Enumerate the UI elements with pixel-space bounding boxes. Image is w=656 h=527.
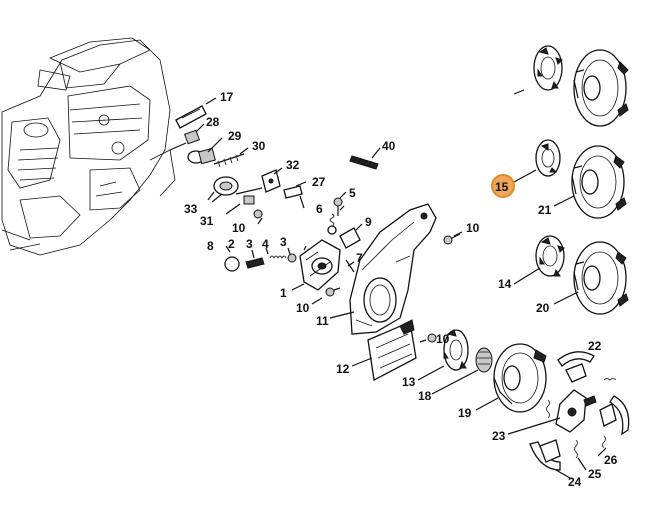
callout-13[interactable]: 13 bbox=[402, 375, 416, 389]
part-10-screw-d bbox=[419, 333, 437, 343]
callout-8[interactable]: 8 bbox=[207, 239, 214, 253]
part-13-sprocket bbox=[443, 329, 469, 371]
callout-31[interactable]: 31 bbox=[200, 214, 214, 228]
part-24-shoe-bottom bbox=[529, 439, 561, 471]
part-4-coil bbox=[269, 255, 287, 259]
leader-lines bbox=[195, 97, 607, 479]
callout-32[interactable]: 32 bbox=[286, 158, 300, 172]
part-19-clutch-drum bbox=[493, 343, 547, 413]
callout-15[interactable]: 15 bbox=[495, 180, 509, 194]
callout-3b[interactable]: 3 bbox=[280, 235, 287, 249]
callout-10b[interactable]: 10 bbox=[466, 221, 480, 235]
callout-4[interactable]: 4 bbox=[262, 237, 269, 251]
part-32-guide bbox=[261, 169, 281, 193]
part-9-sleeve bbox=[339, 227, 361, 249]
sprocket-top bbox=[533, 45, 563, 91]
part-15-sprocket-ring bbox=[535, 139, 561, 177]
clutch-spring-left bbox=[546, 399, 550, 419]
callout-23[interactable]: 23 bbox=[492, 429, 506, 443]
callout-24[interactable]: 24 bbox=[568, 475, 582, 489]
part-12-plate bbox=[367, 319, 417, 381]
callout-14[interactable]: 14 bbox=[498, 277, 512, 291]
callout-19[interactable]: 19 bbox=[458, 406, 472, 420]
callout-labels: 17 28 29 30 40 32 27 33 31 5 6 9 10 10 1… bbox=[184, 90, 618, 489]
callout-12[interactable]: 12 bbox=[336, 362, 350, 376]
callout-11[interactable]: 11 bbox=[316, 314, 329, 328]
callout-28[interactable]: 28 bbox=[206, 115, 220, 129]
part-18-needle-cage bbox=[475, 347, 493, 373]
part-2-spring bbox=[245, 257, 265, 269]
callout-10d[interactable]: 10 bbox=[436, 332, 450, 346]
callout-1[interactable]: 1 bbox=[280, 286, 287, 300]
part-21-drum bbox=[571, 145, 627, 219]
callout-2[interactable]: 2 bbox=[228, 237, 235, 251]
drum-top bbox=[513, 49, 629, 127]
part-14-sprocket bbox=[535, 235, 565, 277]
part-27-screw bbox=[283, 185, 305, 209]
part-23-clutch-hub bbox=[555, 389, 597, 433]
part-33-adjuster bbox=[207, 176, 239, 201]
part-7-pin bbox=[345, 259, 355, 273]
part-31-pin bbox=[235, 187, 263, 205]
callout-29[interactable]: 29 bbox=[228, 129, 242, 143]
part-28-bolt bbox=[169, 129, 200, 151]
callout-26[interactable]: 26 bbox=[604, 453, 618, 467]
part-20-drum bbox=[573, 241, 629, 315]
part-11-cover bbox=[349, 203, 437, 335]
part-25-spring bbox=[574, 439, 578, 459]
callout-25[interactable]: 25 bbox=[588, 467, 602, 481]
callout-30[interactable]: 30 bbox=[252, 139, 266, 153]
callout-20[interactable]: 20 bbox=[536, 301, 550, 315]
part-26-spring bbox=[602, 435, 606, 449]
callout-10c[interactable]: 10 bbox=[296, 301, 310, 315]
callout-10a[interactable]: 10 bbox=[232, 221, 246, 235]
callout-15-highlight[interactable] bbox=[491, 174, 515, 198]
part-8-cap bbox=[224, 256, 240, 272]
part-10-screw-b bbox=[325, 287, 341, 297]
callout-27[interactable]: 27 bbox=[312, 175, 326, 189]
callout-9[interactable]: 9 bbox=[365, 215, 372, 229]
part-10-screw-a bbox=[253, 209, 263, 219]
shoe-right bbox=[599, 395, 630, 436]
part-10-screw-c bbox=[443, 233, 461, 245]
callout-22[interactable]: 22 bbox=[588, 339, 602, 353]
callout-40[interactable]: 40 bbox=[382, 139, 396, 153]
callout-7[interactable]: 7 bbox=[356, 251, 363, 265]
engine-block bbox=[1, 37, 176, 256]
callout-5[interactable]: 5 bbox=[349, 186, 356, 200]
callout-3[interactable]: 3 bbox=[246, 237, 253, 251]
part-6-spring bbox=[327, 213, 337, 235]
callout-6[interactable]: 6 bbox=[316, 202, 323, 216]
callout-18[interactable]: 18 bbox=[418, 389, 432, 403]
part-22-shoe-top bbox=[557, 351, 617, 383]
part-1-oil-pump bbox=[299, 239, 341, 291]
part-40-rod bbox=[349, 155, 379, 170]
part-30-screw bbox=[213, 153, 245, 168]
callout-33[interactable]: 33 bbox=[184, 202, 198, 216]
part-29-cylinder bbox=[187, 147, 216, 165]
callout-21[interactable]: 21 bbox=[538, 203, 552, 217]
callout-17[interactable]: 17 bbox=[220, 90, 234, 104]
part-17-plate bbox=[175, 105, 207, 129]
part-5-nut bbox=[333, 197, 343, 216]
